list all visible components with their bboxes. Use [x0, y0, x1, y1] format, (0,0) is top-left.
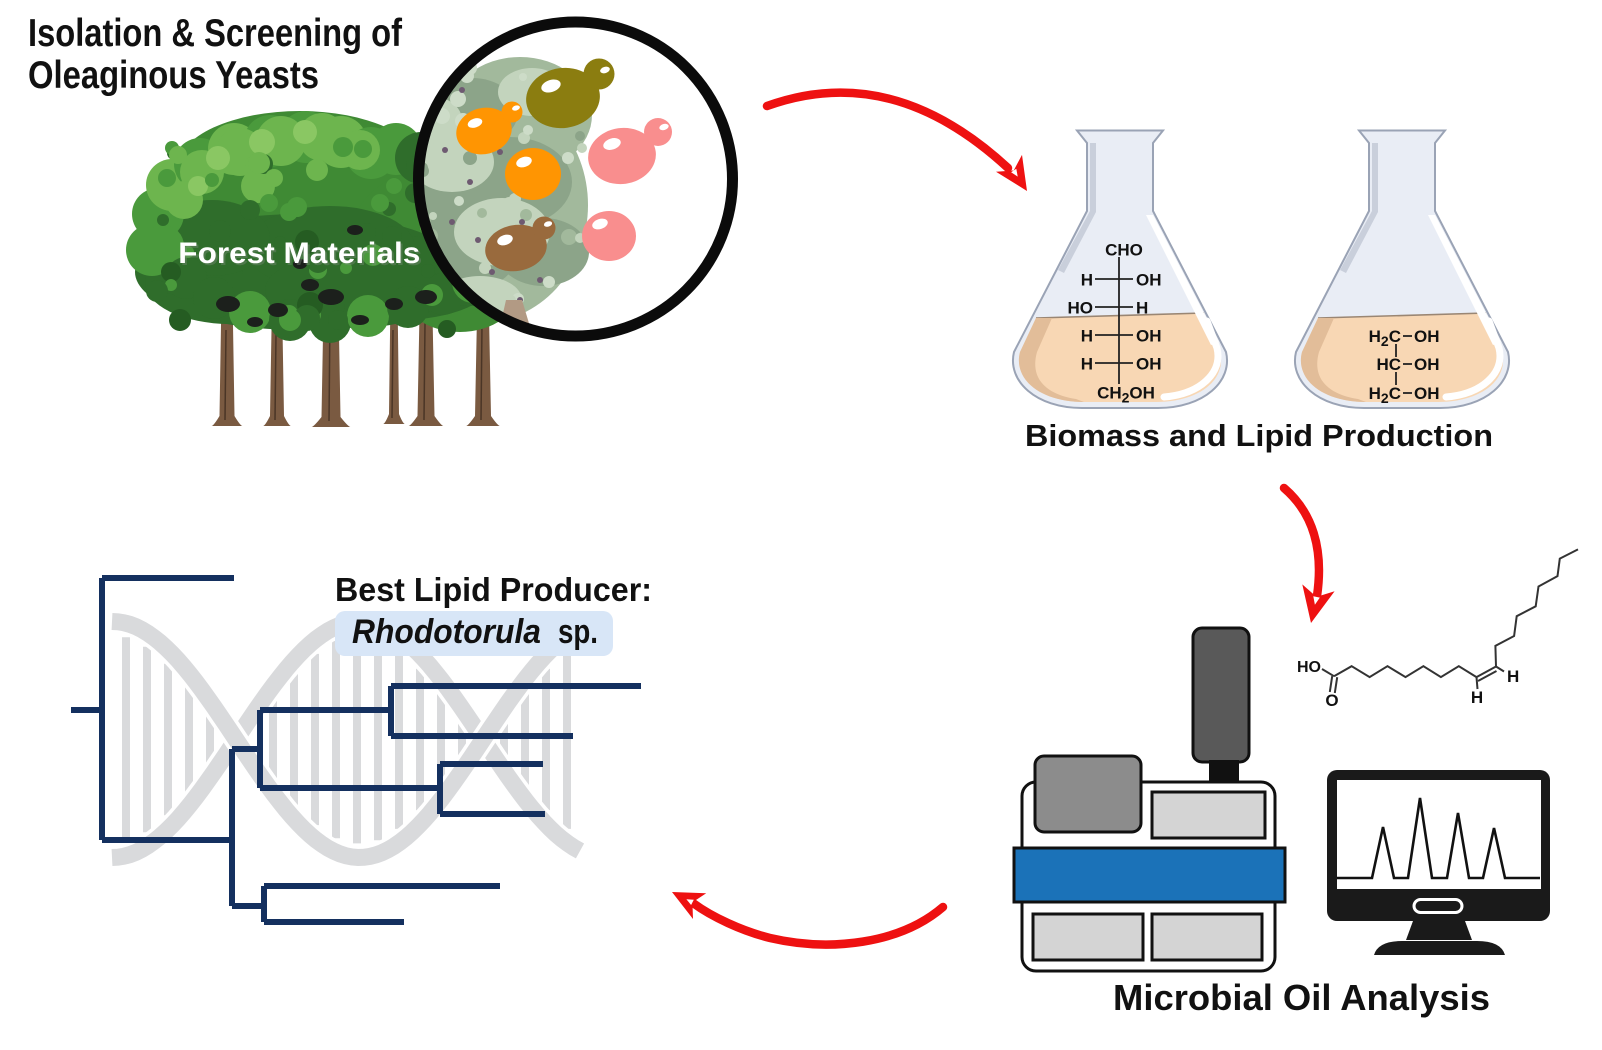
svg-text:Best Lipid Producer:: Best Lipid Producer:: [335, 571, 652, 608]
svg-text:OH: OH: [1414, 327, 1440, 346]
svg-text:HO: HO: [1068, 299, 1094, 318]
svg-text:OH: OH: [1136, 271, 1162, 290]
svg-text:Forest Materials: Forest Materials: [178, 237, 420, 270]
svg-text:Isolation & Screening of: Isolation & Screening of: [28, 12, 403, 55]
svg-text:H: H: [1136, 299, 1148, 318]
svg-text:CHO: CHO: [1105, 241, 1143, 260]
svg-text:OH: OH: [1136, 327, 1162, 346]
svg-text:H: H: [1471, 688, 1483, 707]
svg-text:HC: HC: [1376, 355, 1401, 374]
svg-text:sp.: sp.: [558, 613, 598, 651]
svg-text:Forest Materials: Forest Materials: [180, 239, 422, 272]
svg-text:H2C: H2C: [1369, 384, 1401, 406]
svg-text:CH2OH: CH2OH: [1097, 384, 1155, 406]
svg-text:H: H: [1081, 271, 1093, 290]
svg-text:O: O: [1325, 691, 1338, 710]
svg-text:Microbial Oil Analysis: Microbial Oil Analysis: [1113, 977, 1490, 1018]
svg-text:HO: HO: [1297, 659, 1321, 676]
svg-text:H2C: H2C: [1369, 327, 1401, 349]
svg-text:H: H: [1081, 355, 1093, 374]
svg-text:Oleaginous Yeasts: Oleaginous Yeasts: [28, 54, 319, 97]
svg-text:OH: OH: [1414, 384, 1440, 403]
svg-text:Biomass and Lipid Production: Biomass and Lipid Production: [1025, 418, 1493, 453]
svg-text:H: H: [1507, 667, 1519, 686]
svg-text:OH: OH: [1414, 355, 1440, 374]
svg-text:H: H: [1081, 327, 1093, 346]
svg-text:OH: OH: [1136, 355, 1162, 374]
svg-text:Rhodotorula: Rhodotorula: [352, 613, 541, 651]
